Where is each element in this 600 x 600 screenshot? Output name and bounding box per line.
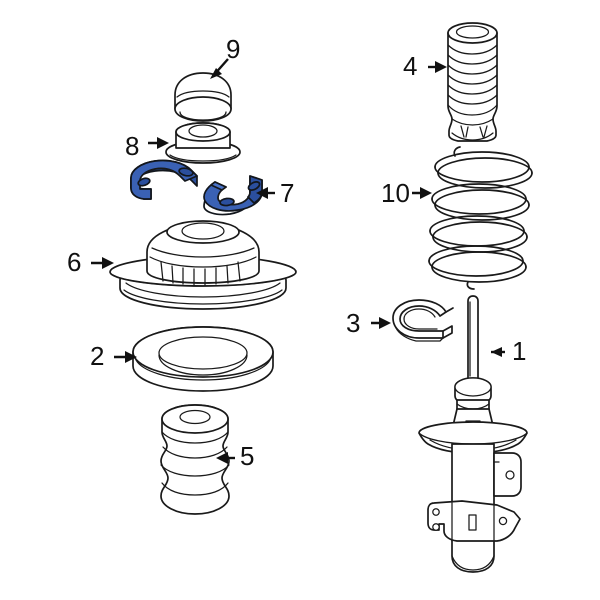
leader-9 [210, 58, 229, 79]
callout-label-1: 1 [512, 336, 527, 366]
leader-8 [148, 137, 169, 149]
leader-1 [491, 347, 505, 357]
callout-label-7: 7 [280, 178, 295, 208]
callout-label-6: 6 [67, 247, 82, 277]
leader-3 [371, 317, 391, 329]
callout-label-8: 8 [125, 131, 140, 161]
part-10-coil-spring [428, 146, 533, 290]
callout-label-4: 4 [403, 51, 418, 81]
callout-label-10: 10 [381, 178, 410, 208]
leader-10 [412, 187, 432, 199]
callout-label-9: 9 [226, 34, 241, 64]
part-6-strut-mount [109, 220, 297, 310]
bracket-upper-left [130, 159, 198, 200]
leader-6 [91, 257, 114, 269]
callout-label-5: 5 [240, 441, 255, 471]
part-8-strut-bearing [165, 122, 241, 164]
leader-5 [216, 452, 235, 464]
bracket-lower-right [203, 175, 263, 216]
callout-label-2: 2 [90, 341, 105, 371]
callout-label-3: 3 [346, 308, 361, 338]
part-5-bump-stop [160, 404, 230, 515]
part-3-spring-insulator [392, 299, 454, 342]
part-1-strut-assembly [418, 295, 528, 573]
callout-leaders [91, 58, 505, 464]
leader-7 [256, 187, 275, 199]
part-7-strut-mount-bracket-set [130, 159, 263, 216]
part-2-spring-seat-ring [132, 326, 274, 392]
part-4-dust-boot [447, 22, 498, 142]
leader-2 [114, 351, 137, 363]
part-9-strut-mount-cap [174, 72, 232, 122]
leader-4 [428, 61, 447, 73]
